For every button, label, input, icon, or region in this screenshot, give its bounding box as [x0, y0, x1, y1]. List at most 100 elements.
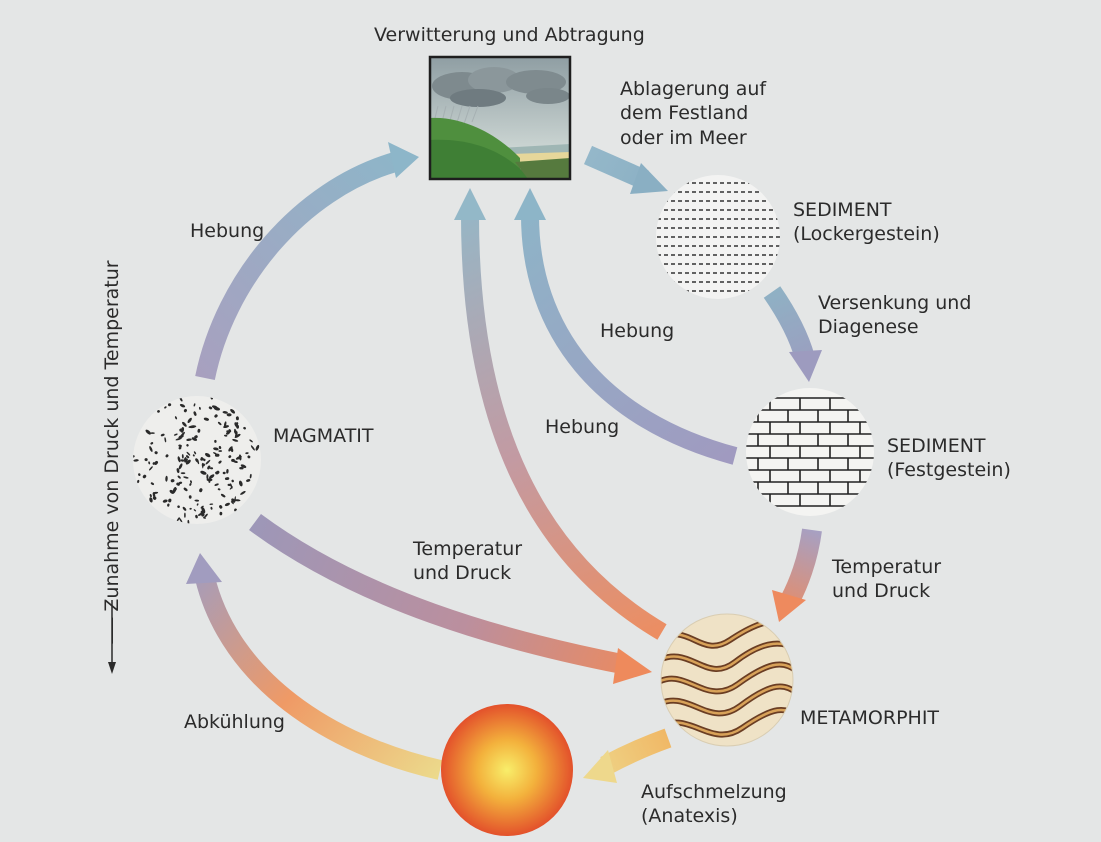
mineral-speckle — [196, 503, 199, 506]
mineral-speckle — [150, 442, 154, 445]
mineral-speckle — [149, 446, 153, 452]
mineral-speckle — [187, 519, 190, 524]
mineral-speckle — [180, 426, 185, 433]
label-burial-line2: Diagenese — [818, 316, 919, 339]
mineral-speckle — [232, 439, 239, 442]
mineral-speckle — [195, 514, 198, 519]
mineral-speckle — [180, 472, 186, 475]
mineral-speckle — [195, 458, 199, 463]
mineral-speckle — [189, 482, 192, 486]
mineral-speckle — [203, 417, 210, 421]
arrow-uplift-left — [195, 142, 419, 381]
mineral-speckle — [142, 474, 147, 479]
metamorphite-rock-circle — [660, 613, 794, 747]
label-temp-pressure-center-line1: Temperatur — [413, 538, 523, 560]
arrow-uplift-metamorphite — [454, 188, 667, 640]
mineral-speckle — [149, 497, 153, 503]
mineral-speckle — [183, 476, 189, 479]
magma-sphere — [441, 704, 573, 836]
mineral-speckle — [215, 471, 218, 475]
mineral-speckle — [191, 437, 198, 441]
mineral-speckle — [219, 511, 223, 516]
mineral-speckle — [218, 445, 222, 450]
arrow-melting — [583, 728, 672, 783]
mineral-speckle — [170, 479, 175, 483]
mineral-speckle — [231, 479, 234, 483]
mineral-speckle — [177, 475, 181, 479]
mineral-speckle — [150, 432, 155, 434]
mineral-speckle — [198, 406, 201, 410]
mineral-speckle — [133, 455, 135, 458]
label-axis-text: Zunahme von Druck und Temperatur — [101, 260, 123, 612]
mineral-speckle — [226, 469, 229, 474]
mineral-speckle — [185, 459, 191, 465]
mineral-speckle — [209, 467, 214, 470]
mineral-speckle — [230, 483, 233, 489]
mineral-speckle — [210, 506, 213, 510]
mineral-speckle — [208, 406, 213, 410]
mineral-speckle — [249, 473, 252, 479]
mineral-speckle — [193, 403, 196, 407]
sediment-loose-rock-circle — [656, 175, 780, 299]
label-cooling: Abkühlung — [184, 711, 285, 733]
mineral-speckle — [226, 413, 232, 417]
mineral-speckle — [240, 464, 247, 469]
mineral-speckle — [250, 445, 255, 451]
mineral-speckle — [193, 411, 197, 416]
mineral-speckle — [222, 411, 228, 414]
mineral-speckle — [243, 426, 246, 430]
mineral-speckle — [177, 505, 180, 509]
label-burial-line1: Versenkung und — [818, 292, 972, 314]
arrow-cooling — [186, 553, 443, 780]
mineral-speckle — [182, 506, 187, 511]
label-melting-line2: (Anatexis) — [641, 805, 738, 828]
mineral-speckle — [201, 463, 205, 467]
label-temp-pressure-center-line2: und Druck — [413, 562, 512, 585]
label-melting-line1: Aufschmelzung — [641, 781, 787, 803]
magmatite-rock-circle — [133, 396, 261, 524]
mineral-speckle — [234, 422, 239, 428]
mineral-speckle — [164, 437, 167, 443]
label-deposition-line2: dem Festland — [620, 102, 749, 125]
mineral-speckle — [165, 454, 169, 458]
mineral-speckle — [186, 438, 192, 441]
mineral-speckle — [234, 431, 238, 438]
mineral-speckle — [228, 446, 233, 452]
mineral-speckle — [178, 444, 182, 448]
mineral-speckle — [201, 507, 206, 514]
label-metamorphite: METAMORPHIT — [800, 707, 940, 729]
mineral-speckle — [186, 451, 191, 456]
mineral-speckle — [183, 408, 187, 413]
mineral-speckle — [138, 473, 141, 476]
mineral-speckle — [188, 495, 192, 499]
mineral-speckle — [200, 470, 207, 475]
label-sediment-solid-sub: (Festgestein) — [887, 459, 1011, 482]
mineral-speckle — [249, 439, 253, 443]
label-axis-increase: Zunahme von Druck und Temperatur — [101, 260, 123, 644]
mineral-speckle — [177, 456, 181, 463]
label-deposition: Ablagerung auf dem Festland oder im Meer — [620, 77, 766, 150]
mineral-speckle — [178, 446, 182, 450]
label-uplift-mid-upper: Hebung — [600, 320, 675, 342]
label-sediment-loose-title: SEDIMENT — [793, 199, 892, 221]
axis-arrow — [108, 600, 116, 674]
mineral-speckle — [189, 507, 192, 510]
mineral-speckle — [205, 452, 211, 458]
mineral-speckle — [168, 403, 172, 407]
arrow-burial — [763, 286, 822, 382]
mineral-speckle — [178, 481, 183, 485]
mineral-speckle — [224, 502, 230, 507]
mineral-speckle — [235, 455, 242, 460]
mineral-speckle — [165, 475, 168, 482]
mineral-speckle — [152, 496, 157, 500]
mineral-speckle — [182, 421, 187, 427]
mineral-speckle — [209, 503, 214, 505]
mineral-speckle — [205, 459, 211, 465]
mineral-speckle — [144, 458, 148, 462]
mineral-speckle — [162, 499, 168, 503]
mineral-speckle — [178, 463, 183, 470]
mineral-speckle — [190, 480, 192, 484]
mineral-speckle — [206, 474, 209, 480]
mineral-speckle — [184, 512, 186, 518]
